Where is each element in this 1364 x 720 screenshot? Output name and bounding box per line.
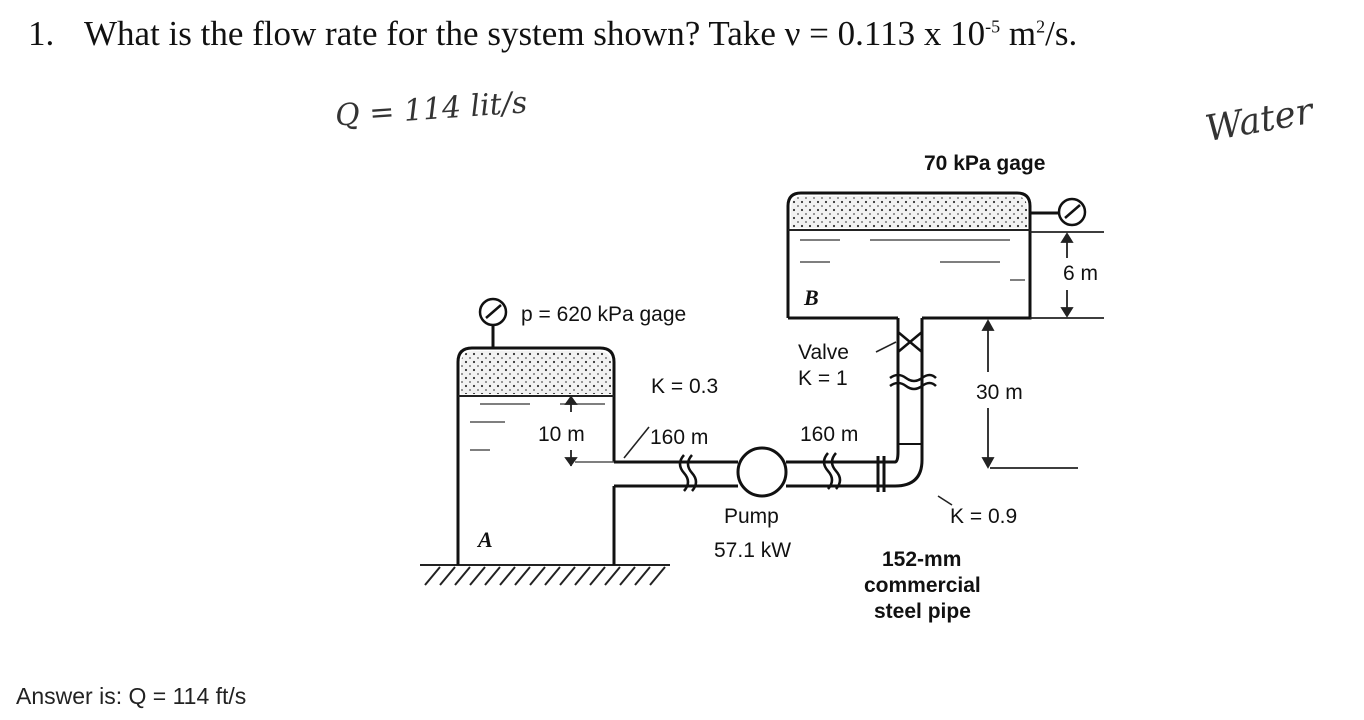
tank-b-pressure-label: 70 kPa gage	[924, 152, 1045, 175]
riser-break	[889, 373, 937, 391]
tank-b	[786, 191, 1032, 320]
entrance-k-label: K = 0.3	[651, 375, 718, 398]
ground-hatch	[420, 564, 670, 586]
pipe-spec-line-3: steel pipe	[874, 600, 971, 623]
height-a-label: 10 m	[538, 423, 585, 446]
flange-joint	[876, 456, 886, 492]
question-unit-exponent: 2	[1036, 16, 1046, 37]
entrance-leader	[623, 426, 650, 459]
question-exponent: -5	[985, 16, 1001, 37]
tank-b-label: B	[803, 285, 819, 310]
pipe-section-1	[614, 460, 738, 488]
answer-text: Answer is: Q = 114 ft/s	[16, 683, 247, 709]
elbow-and-riser	[894, 318, 924, 488]
tank-a-pressure-label: p = 620 kPa gage	[521, 303, 686, 326]
pipe-length-2-label: 160 m	[800, 423, 858, 446]
valve	[897, 331, 923, 353]
pipe-spec-line-2: commercial	[864, 574, 981, 597]
height-b-label: 6 m	[1063, 262, 1098, 285]
elbow-leader	[937, 495, 953, 506]
dimension-6m	[1030, 231, 1104, 319]
gauge-a	[478, 297, 508, 348]
pipe-length-1-label: 160 m	[650, 426, 708, 449]
elevation-diff-label: 30 m	[976, 381, 1023, 404]
pipe-break-1	[678, 454, 698, 492]
question-text: 1. What is the flow rate for the system s…	[28, 14, 1077, 54]
dimension-30m	[981, 319, 1078, 469]
valve-k-label: K = 1	[798, 367, 848, 390]
valve-leader	[875, 341, 897, 353]
dimension-10m	[564, 395, 578, 467]
question-number: 1.	[28, 14, 55, 53]
elbow-k-label: K = 0.9	[950, 505, 1017, 528]
pipe-spec-line-1: 152-mm	[882, 548, 961, 571]
question-unit-tail: /s.	[1045, 14, 1078, 53]
pump	[736, 446, 788, 498]
pipe-break-2	[822, 452, 842, 490]
gauge-b	[1030, 197, 1087, 227]
valve-label: Valve	[798, 341, 849, 364]
question-main: What is the flow rate for the system sho…	[84, 14, 986, 53]
pump-power-label: 57.1 kW	[714, 539, 791, 562]
tank-a-label: A	[476, 527, 493, 552]
pump-label: Pump	[724, 505, 779, 528]
question-unit: m	[1000, 14, 1037, 53]
